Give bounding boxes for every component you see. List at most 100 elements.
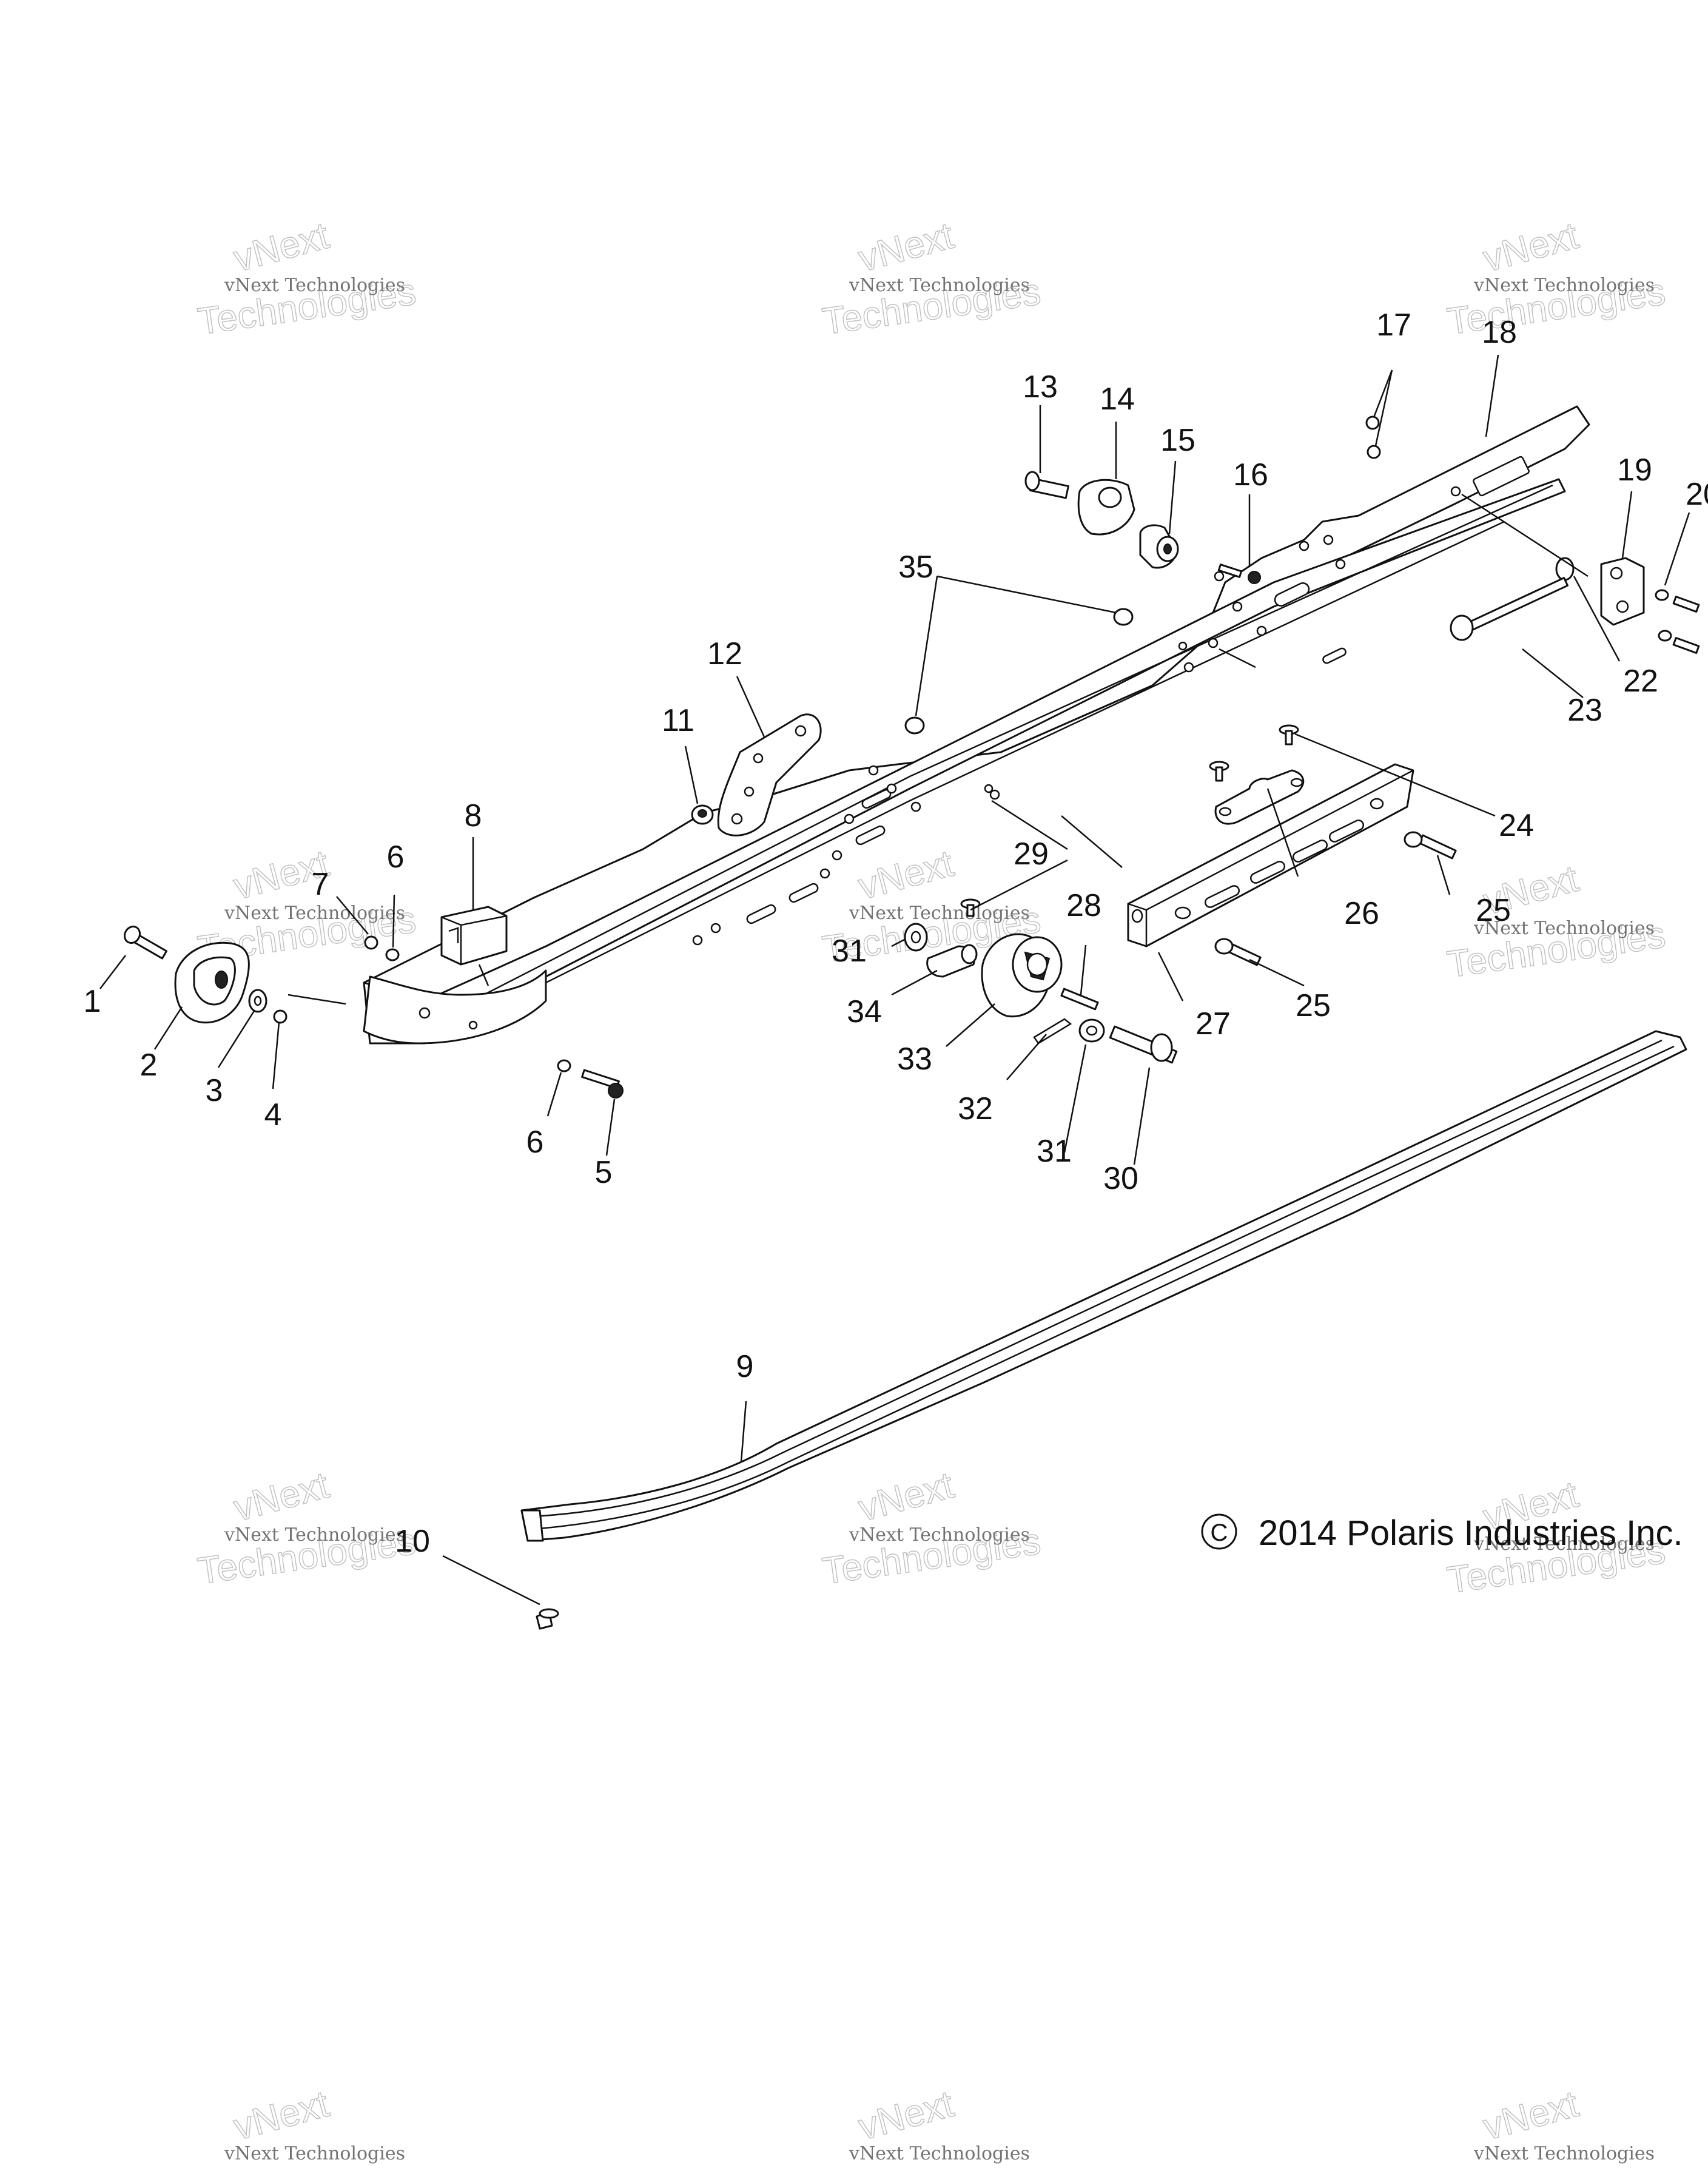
- bolt-20: [1672, 637, 1700, 654]
- cotter-pin-32: [1033, 1018, 1072, 1045]
- slide-body: [520, 1030, 1687, 1542]
- rail-hole: [1256, 625, 1267, 636]
- callout-23: 23: [1567, 693, 1602, 728]
- callout-35: 35: [898, 550, 933, 585]
- bolt-23: [1450, 577, 1569, 641]
- rail-hole: [832, 850, 842, 861]
- callout-26: 26: [1344, 896, 1379, 931]
- watermark-text: vNext Technologies: [224, 1524, 405, 1546]
- callout-9: 9: [736, 1349, 754, 1384]
- watermark-top-right: vNext vNext Technologies Technologies: [1444, 214, 1669, 343]
- slider-block-body: [1127, 763, 1414, 947]
- watermark-large-top: vNext: [229, 1464, 333, 1530]
- callout-30: 30: [1103, 1161, 1138, 1196]
- rail-hole: [989, 789, 1000, 800]
- rail-hole: [1232, 601, 1243, 612]
- rail-hole: [910, 801, 921, 812]
- watermark-low-left: vNext vNext Technologies Technologies: [195, 1464, 419, 1593]
- rail-hole: [868, 765, 879, 776]
- copyright-circle: [1201, 1513, 1237, 1550]
- rail-hole: [1178, 641, 1188, 651]
- slide-groove: [539, 1045, 1675, 1530]
- rail-hole: [844, 813, 855, 824]
- nut-4: [273, 1009, 287, 1024]
- watermark-text: vNext Technologies: [849, 1524, 1030, 1546]
- nut-35: [904, 716, 925, 735]
- callout-17: 17: [1376, 308, 1411, 343]
- watermark-large-top: vNext: [229, 2083, 333, 2149]
- watermark-large-top: vNext: [1479, 2083, 1582, 2149]
- bolt-16: [1217, 564, 1261, 584]
- rivet-24: [1279, 724, 1299, 745]
- leader-lines: [99, 354, 1690, 1606]
- callout-6-bottom: 6: [526, 1125, 544, 1160]
- watermark-large-top: vNext: [1479, 215, 1582, 280]
- clip-26: [1214, 769, 1305, 825]
- rail-hole: [1208, 638, 1219, 648]
- copyright-text: 2014 Polaris Industries Inc.: [1259, 1513, 1683, 1553]
- nut-17: [1367, 445, 1381, 459]
- callout-31-top: 31: [832, 934, 867, 969]
- slider-block-hole: [1131, 909, 1143, 923]
- callout-2: 2: [140, 1048, 158, 1083]
- copyright-notice: C 2014 Polaris Industries Inc.: [1201, 1513, 1683, 1553]
- watermark-top-left: vNext vNext Technologies Technologies: [195, 214, 419, 343]
- rail-hole: [710, 923, 721, 934]
- washer-31-hole: [1086, 1025, 1098, 1036]
- watermark-text: vNext Technologies: [849, 275, 1030, 296]
- rail-assembly: [363, 405, 1590, 1045]
- callout-3: 3: [206, 1073, 223, 1108]
- washer-20: [1655, 589, 1669, 601]
- watermark-top-center: vNext vNext Technologies Technologies: [819, 214, 1044, 343]
- rail-hole: [468, 1020, 478, 1030]
- slide-front-end: [520, 1509, 544, 1542]
- callout-12: 12: [707, 636, 742, 671]
- hyfax-slide: [520, 1030, 1687, 1542]
- rail-slot: [1322, 647, 1347, 664]
- slider-block-hole: [1174, 906, 1191, 920]
- rail-hole: [984, 784, 994, 793]
- watermark-large-top: vNext: [854, 215, 958, 280]
- washer-6: [385, 948, 400, 961]
- callout-31-bottom: 31: [1037, 1134, 1072, 1169]
- nut-17: [1365, 416, 1380, 430]
- watermark-large-top: vNext: [854, 843, 958, 908]
- callout-25-right: 25: [1476, 893, 1511, 928]
- watermark-text: vNext Technologies: [224, 275, 405, 296]
- callout-1: 1: [84, 984, 101, 1019]
- nut-7: [364, 935, 378, 950]
- callout-14: 14: [1100, 382, 1135, 417]
- callout-16: 16: [1233, 457, 1268, 493]
- callout-25-lower: 25: [1296, 988, 1331, 1023]
- callout-19: 19: [1617, 453, 1652, 488]
- bushing-15: [1139, 524, 1179, 569]
- callout-24: 24: [1499, 808, 1534, 843]
- rail-hole: [1183, 662, 1194, 673]
- rail-front-curve: [363, 969, 547, 1045]
- watermark-bottom-center: vNext vNext Technologies: [849, 2082, 1030, 2164]
- callout-11: 11: [662, 703, 694, 738]
- callout-6-top: 6: [387, 840, 405, 875]
- bolt-1: [123, 925, 167, 960]
- washer-20: [1658, 630, 1672, 642]
- watermark-bottom-right: vNext vNext Technologies: [1473, 2082, 1655, 2164]
- callout-34: 34: [847, 994, 882, 1029]
- callout-4: 4: [264, 1097, 282, 1132]
- callout-22: 22: [1623, 664, 1658, 699]
- callout-13: 13: [1023, 369, 1058, 405]
- washer-31-hole: [910, 931, 921, 944]
- callout-29: 29: [1014, 836, 1049, 872]
- plate-12: [717, 713, 822, 836]
- slider-block-slot: [1328, 819, 1365, 843]
- callout-32: 32: [958, 1091, 993, 1126]
- rivet-24: [1209, 761, 1229, 782]
- slider-block-hole: [1370, 798, 1384, 810]
- watermark-bottom-left: vNext vNext Technologies: [224, 2082, 405, 2164]
- bolt-28: [1060, 988, 1099, 1011]
- bolt-25: [1214, 938, 1262, 966]
- rail-slot: [855, 825, 886, 846]
- slider-block: [1127, 763, 1414, 947]
- callout-7: 7: [312, 867, 329, 902]
- callout-18: 18: [1482, 315, 1517, 350]
- watermark-text: vNext Technologies: [224, 903, 405, 924]
